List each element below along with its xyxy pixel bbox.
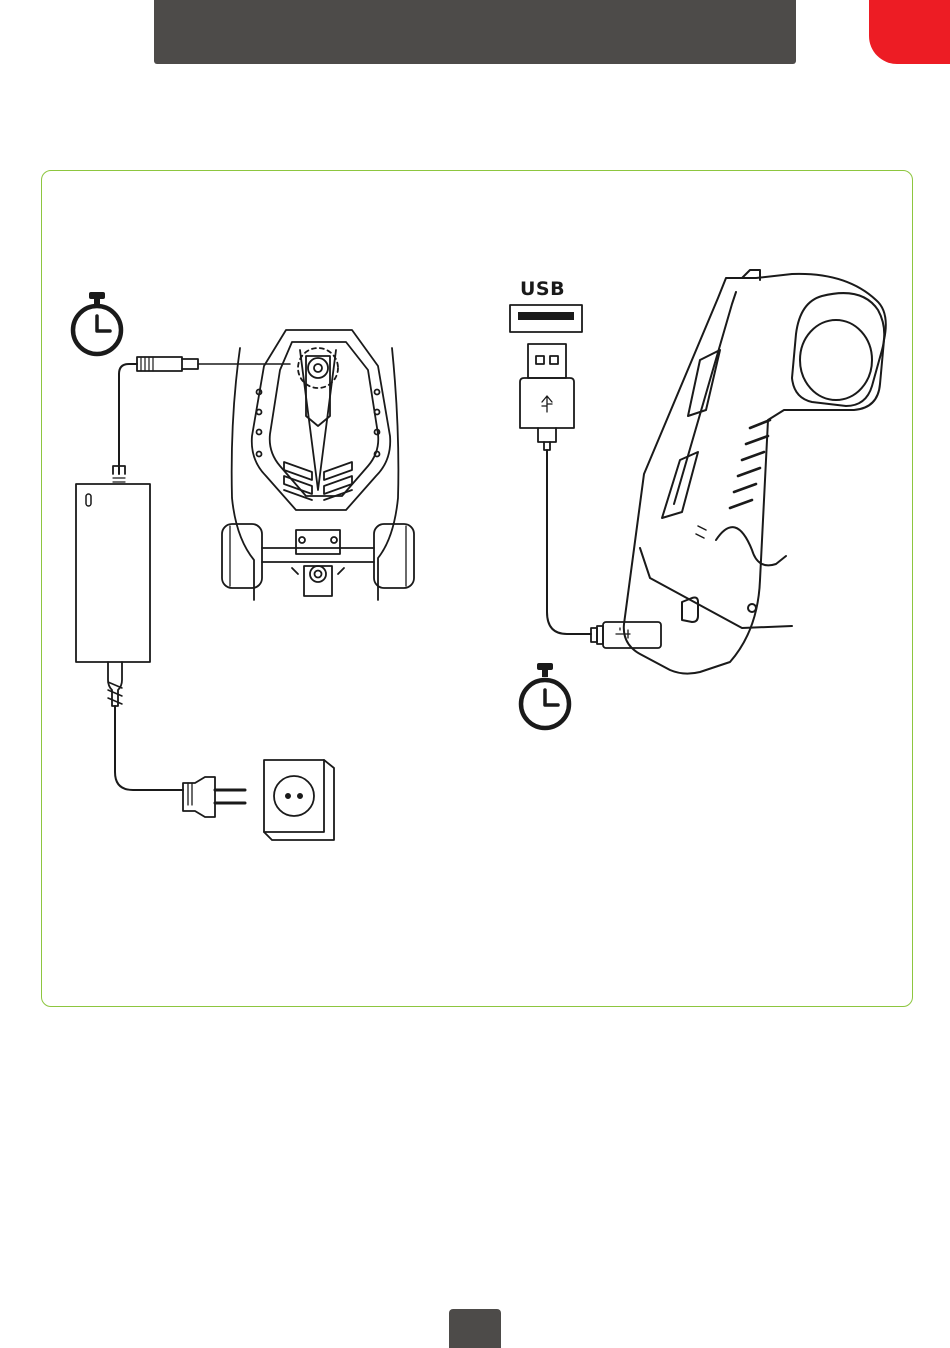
usb-label: USB — [520, 276, 568, 302]
page-number-tab — [449, 1309, 501, 1348]
electric-skateboard-rear — [222, 330, 414, 600]
dc-plug — [119, 357, 290, 474]
usb-a-connector — [520, 344, 591, 634]
usb-c-connector — [591, 622, 661, 648]
stopwatch-icon — [521, 663, 569, 728]
usb-port — [510, 305, 582, 332]
stopwatch-icon — [73, 292, 121, 354]
power-adapter — [76, 466, 183, 790]
eu-plug — [183, 777, 245, 817]
remote-controller — [624, 270, 886, 674]
wall-socket — [264, 760, 334, 840]
